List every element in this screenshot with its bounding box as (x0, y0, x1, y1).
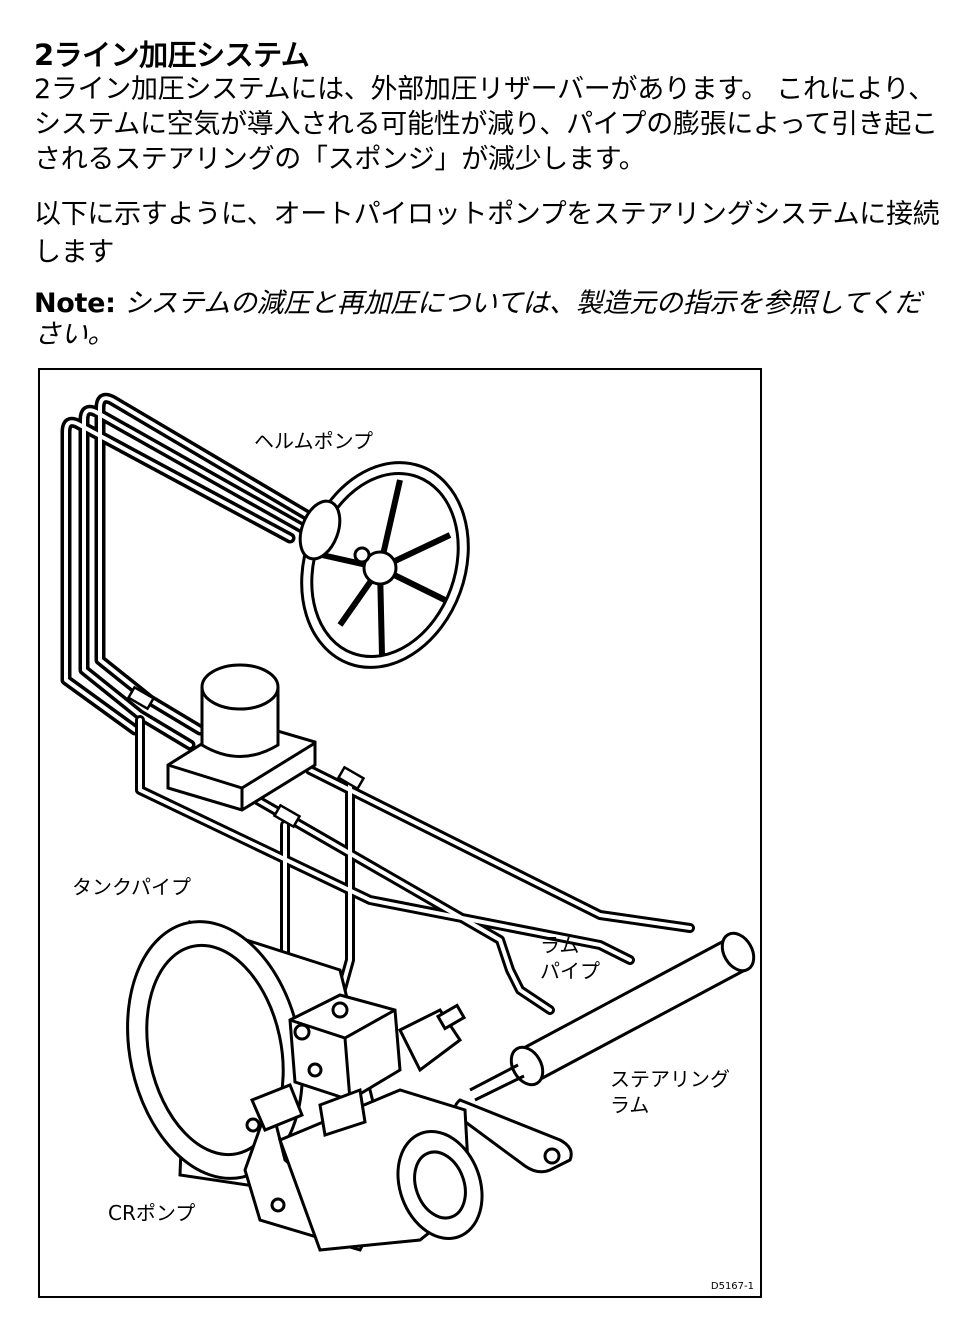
steering-wheel (298, 461, 470, 669)
steering-ram (453, 931, 756, 1174)
label-ram-pipe-line2: パイプ (540, 959, 600, 983)
helm-pipes-core (64, 396, 317, 747)
reservoir-block (166, 663, 317, 812)
intro-paragraph: 2ライン加圧システムには、外部加圧リザーバーがあります。 これにより、システムに… (34, 74, 938, 175)
diagram-drawing (60, 392, 756, 1252)
system-pipes-core (138, 718, 692, 1052)
cr-pump (126, 919, 484, 1252)
label-ram-pipe-line1: ラム (540, 933, 580, 957)
label-steering-ram-line1: ステアリング (610, 1067, 730, 1091)
label-helm-pump: ヘルムポンプ (254, 429, 373, 453)
label-steering-ram-line2: ラム (610, 1093, 650, 1117)
system-diagram: ヘルムポンプ タンクパイプ ラム パイプ ステアリング ラム CRポンプ D51… (38, 368, 762, 1298)
tee-fittings (126, 685, 366, 829)
section-heading: 2ライン加圧システム (34, 38, 310, 72)
label-tank-pipe: タンクパイプ (72, 875, 191, 899)
note-label: Note: (34, 288, 116, 319)
label-cr-pump: CRポンプ (108, 1201, 196, 1225)
note-paragraph: Note: システムの減圧と再加圧については、製造元の指示を参照してください。 (34, 288, 944, 350)
drawing-code: D5167-1 (710, 1281, 754, 1292)
connection-paragraph: 以下に示すように、オートパイロットポンプをステアリングシステムに接続します (34, 199, 940, 268)
note-text: システムの減圧と再加圧については、製造元の指示を参照してください。 (34, 288, 922, 350)
